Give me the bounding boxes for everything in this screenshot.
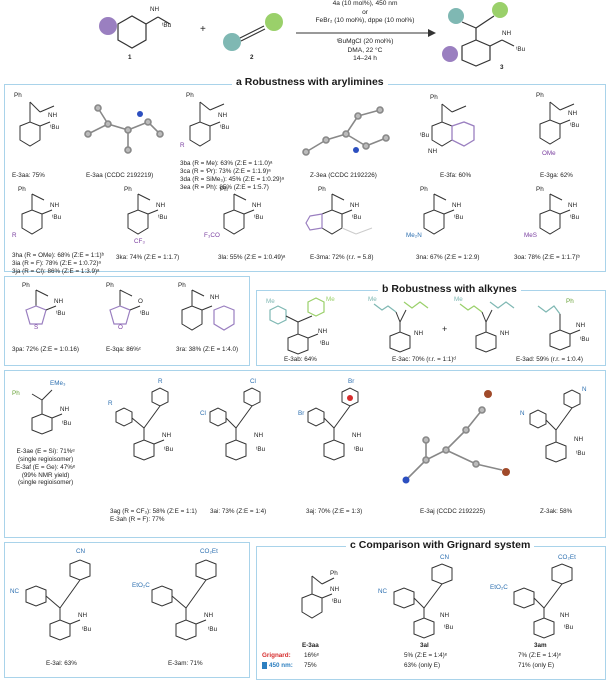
label-3aa: E-3aa: 75% xyxy=(12,172,45,179)
reactant1-number: 1 xyxy=(128,54,132,61)
l-3aa: 75% xyxy=(304,662,317,669)
compound-3la: Ph NH ᵗBu F₃CO xyxy=(204,186,264,239)
reactant-arylimine: NH ᵗBu 1 xyxy=(88,4,178,64)
g-3al: 5% (Z:E = 1:4)ᵉ xyxy=(404,652,448,659)
compound-c-3al: NC CN NH ᵗBu xyxy=(378,554,474,644)
reaction-conditions-below: ᵗBuMgCl (20 mol%) DMA, 22 °C 14–24 h xyxy=(336,38,394,63)
reactant2-number: 2 xyxy=(250,54,254,61)
compound-3pa: Ph NH ᵗBu S xyxy=(22,282,66,331)
label-3aj: 3aj: 70% (Z:E = 1:3) xyxy=(306,508,363,515)
compound-3aj: Br Br NH ᵗBu xyxy=(298,378,384,478)
compound-3fa: Ph ᵗBu NH xyxy=(420,92,510,162)
label-3ac: E-3ac: 70% (r.r. = 1:1)ᵈ xyxy=(392,356,456,363)
compound-3ba: Ph NH ᵗBu R xyxy=(180,92,230,149)
label-3ea-crystal: Z-3ea (CCDC 2192226) xyxy=(310,172,377,179)
label-3ak: Z-3ak: 58% xyxy=(540,508,573,515)
label-3ag-3ah: 3ag (R = CF₃): 58% (Z:E = 1:1) E-3ah (R … xyxy=(110,508,197,523)
g-3am: 7% (Z:E = 1:4)ᵉ xyxy=(518,652,562,659)
label-3ae-3af: E-3ae (E = Si): 71%ᵉ (single regioisomer… xyxy=(16,448,76,487)
c-label-3al: 3al xyxy=(420,642,429,649)
label-3ga: E-3ga: 62% xyxy=(540,172,573,179)
compound-3ac-isomer1: Me NH xyxy=(366,296,438,354)
compound-3ga: Ph NH ᵗBu OMe xyxy=(536,92,580,157)
crystal-structure-3aj xyxy=(396,380,514,496)
compound-3ae: Ph EMe₃ NH ᵗBu xyxy=(12,380,88,442)
label-3ha-series: 3ha (R = OMe): 68% (Z:E = 1:1)ᵇ 3ia (R =… xyxy=(12,252,104,275)
label-3am: E-3am: 71% xyxy=(168,660,203,667)
label-3ab: E-3ab: 64% xyxy=(284,356,317,363)
label-3aj-crystal: E-3aj (CCDC 2192225) xyxy=(420,508,486,515)
plus-sign: + xyxy=(200,24,206,35)
reactant-alkyne: 2 xyxy=(220,10,290,65)
label-3ka: 3ka: 74% (Z:E = 1:1.7) xyxy=(116,254,180,261)
label-3ma: E-3ma: 72% (r.r. = 5.8) xyxy=(310,254,374,261)
section-a-title: a Robustness with arylimines xyxy=(232,76,388,88)
product-number: 3 xyxy=(500,64,504,71)
label-3oa: 3oa: 78% (Z:E = 1:1.7)ᵇ xyxy=(514,254,580,261)
l-3am: 71% (only E) xyxy=(518,662,555,669)
label-3qa: E-3qa: 86%ᶜ xyxy=(106,346,142,353)
compound-3ad: Ph NH ᵗBu xyxy=(530,296,600,354)
c-label-3aa: E-3aa xyxy=(302,642,319,649)
reaction-arrow xyxy=(296,28,436,38)
l-3al: 63% (only E) xyxy=(404,662,441,669)
compound-c-3aa: Ph NH ᵗBu xyxy=(290,566,352,628)
grignard-label: Grignard: xyxy=(262,652,291,659)
crystal-structure-3ea xyxy=(296,94,396,170)
compound-c-3am: EtO₂C CO₂Et NH ᵗBu xyxy=(490,554,600,644)
label-3ad: E-3ad: 59% (r.r. = 1:0.4) xyxy=(516,356,584,363)
label-3fa: E-3fa: 60% xyxy=(440,172,472,179)
compound-3aa: Ph NH ᵗBu xyxy=(10,92,70,162)
label-3ba-series: 3ba (R = Me): 63% (Z:E = 1:1.0)ᵃ 3ca (R … xyxy=(180,160,284,191)
compound-3ai: Cl Cl NH ᵗBu xyxy=(200,378,282,478)
panel-b-cn xyxy=(4,542,250,678)
label-3al: E-3al: 63% xyxy=(46,660,77,667)
compound-3al: NC CN NH ᵗBu xyxy=(10,546,120,656)
compound-3ma: Ph NH ᵗBu xyxy=(300,186,390,250)
section-b-title: b Robustness with alkynes xyxy=(378,283,521,295)
compound-3oa: Ph NH ᵗBu MeS xyxy=(524,186,580,239)
compound-3am: EtO₂C CO₂Et NH ᵗBu xyxy=(132,546,248,656)
reaction-conditions: 4a (10 mol%), 450 nm or FeBr₂ (10 mol%),… xyxy=(315,0,415,25)
compound-3ak: N N NH ᵗBu xyxy=(520,380,602,480)
compound-3ra: Ph NH xyxy=(170,282,246,342)
c-label-3am: 3am xyxy=(534,642,547,649)
panel-b-bottom xyxy=(4,370,606,538)
compound-3na: Ph NH ᵗBu Me₂N xyxy=(406,186,464,239)
label-3ra: 3ra: 38% (Z:E = 1:4.0) xyxy=(176,346,239,353)
panel-a-hetero xyxy=(4,276,250,366)
label-3na: 3na: 67% (Z:E = 1:2.9) xyxy=(416,254,480,261)
compound-3ag: R R NH ᵗBu xyxy=(108,378,190,478)
product-general: NH ᵗBu 3 xyxy=(440,2,550,74)
plus-isomers: + xyxy=(442,324,448,334)
compound-3ha: Ph NH ᵗBu R xyxy=(12,186,62,239)
light-icon xyxy=(262,662,267,669)
compound-3ab: Me Me NH ᵗBu xyxy=(264,296,348,356)
g-3aa: 16%ᵉ xyxy=(304,652,319,659)
compound-3ac-isomer2: Me NH xyxy=(452,296,524,354)
compound-3ka: Ph NH ᵗBu CF₃ xyxy=(124,186,168,245)
label-3pa: 3pa: 72% (Z:E = 1:0.16) xyxy=(12,346,80,353)
light-label: 450 nm: xyxy=(262,662,293,670)
crystal-structure-3aa xyxy=(78,94,168,166)
label-3aa-crystal: E-3aa (CCDC 2192219) xyxy=(86,172,154,179)
compound-3qa: Ph O ᵗBu O xyxy=(106,282,150,331)
section-c-title: c Comparison with Grignard system xyxy=(346,539,535,551)
label-3ai: 3ai: 73% (Z:E = 1:4) xyxy=(210,508,267,515)
label-3la: 3la: 55% (Z:E = 1:0.49)ᵃ xyxy=(218,254,286,261)
